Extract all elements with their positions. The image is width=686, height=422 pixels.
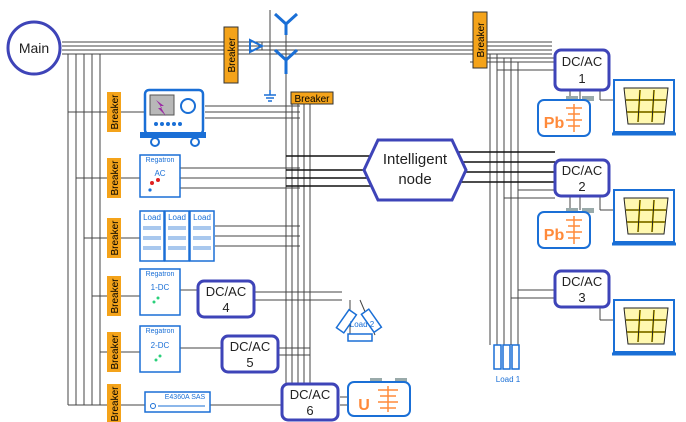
- breaker-2: Breaker: [107, 158, 121, 198]
- sas-device: E4360A SAS: [144, 391, 211, 413]
- dcac-label: DC/AC: [206, 284, 246, 299]
- solar-panel-2: [612, 189, 676, 246]
- converter-2: DC/AC 2: [553, 158, 611, 198]
- wye-icon-bottom: [273, 48, 299, 74]
- regatron-2dc: Regatron 2-DC: [139, 325, 181, 373]
- main-label: Main: [19, 40, 49, 56]
- u-label: U: [358, 397, 370, 414]
- solar-panel-3: [612, 299, 676, 356]
- converter-number: 6: [306, 403, 313, 418]
- regatron-ac: Regatron AC: [139, 154, 181, 198]
- dcac-label: DC/AC: [290, 387, 330, 402]
- converter-4: DC/AC 4: [196, 279, 256, 319]
- converter-number: 4: [222, 300, 229, 315]
- transformer-symbols: [249, 12, 299, 74]
- breaker-6: Breaker: [107, 384, 121, 422]
- load-label: Load: [193, 213, 211, 222]
- breaker-5: Breaker: [107, 332, 121, 372]
- node-line1: Intelligent: [383, 151, 448, 168]
- converter-6: DC/AC 6: [280, 382, 340, 422]
- load-1: Load 1: [493, 344, 521, 384]
- breaker-label: Breaker: [110, 94, 121, 130]
- load-2: Load 2: [335, 308, 383, 342]
- converter-5: DC/AC 5: [220, 334, 280, 374]
- generator-icon: [140, 88, 206, 147]
- converter-1: DC/AC 1: [553, 48, 611, 92]
- regatron-label: Regatron: [146, 271, 175, 278]
- dcac-label: DC/AC: [230, 339, 270, 354]
- breaker-label: Breaker: [294, 94, 330, 105]
- dcac-label: DC/AC: [562, 274, 602, 289]
- dcac-label: DC/AC: [562, 163, 602, 178]
- breaker-3: Breaker: [107, 218, 121, 258]
- battery-pb-1: Pb: [537, 96, 594, 137]
- load1-label: Load 1: [496, 375, 521, 384]
- regatron-ac-label: AC: [154, 169, 165, 178]
- breaker-top: Breaker: [223, 26, 239, 84]
- pb-label: Pb: [544, 227, 565, 244]
- ground-icon: [264, 90, 276, 102]
- main-source: Main: [6, 20, 62, 76]
- node-links: [286, 151, 555, 187]
- load-rack: Load: [164, 210, 190, 262]
- breaker-label: Breaker: [110, 220, 121, 256]
- breaker-label: Breaker: [110, 160, 121, 196]
- intelligent-node: Intelligent node: [362, 138, 468, 202]
- regatron-label: Regatron: [146, 328, 175, 335]
- wiring: [62, 10, 630, 406]
- breaker-label: Breaker: [110, 334, 121, 370]
- battery-u: U: [347, 378, 411, 417]
- converter-number: 1: [578, 71, 585, 86]
- converter-number: 3: [578, 290, 585, 305]
- dcac-label: DC/AC: [562, 54, 602, 69]
- breaker-4: Breaker: [107, 276, 121, 316]
- load-label: Load: [168, 213, 186, 222]
- breaker-1: Breaker: [107, 92, 121, 132]
- breaker-label: Breaker: [476, 22, 487, 58]
- breaker-label: Breaker: [110, 278, 121, 314]
- breaker-label: Breaker: [227, 37, 238, 73]
- pb-label: Pb: [544, 115, 565, 132]
- regatron-2dc-label: 2-DC: [151, 341, 170, 350]
- regatron-1dc: Regatron 1-DC: [139, 268, 181, 316]
- node-line2: node: [398, 171, 431, 188]
- battery-pb-2: Pb: [537, 208, 594, 249]
- load-label: Load: [143, 213, 161, 222]
- regatron-1dc-label: 1-DC: [151, 283, 170, 292]
- converter-3: DC/AC 3: [553, 269, 611, 309]
- triangle-icon: [249, 38, 265, 54]
- load-racks: Load Load Load: [139, 210, 215, 262]
- breaker-label: Breaker: [110, 386, 121, 422]
- load-rack: Load: [189, 210, 215, 262]
- main-circle: [6, 20, 62, 76]
- load-rack: Load: [139, 210, 165, 262]
- breaker-right-top: Breaker: [472, 11, 488, 69]
- sas-label: E4360A SAS: [165, 394, 206, 401]
- regatron-label: Regatron: [146, 157, 175, 164]
- breaker-horizontal: Breaker: [290, 91, 334, 105]
- solar-panel-1: [612, 79, 676, 136]
- converter-number: 2: [578, 179, 585, 194]
- wye-icon-top: [273, 12, 299, 35]
- load2-label: Load 2: [350, 320, 375, 329]
- converter-number: 5: [246, 355, 253, 370]
